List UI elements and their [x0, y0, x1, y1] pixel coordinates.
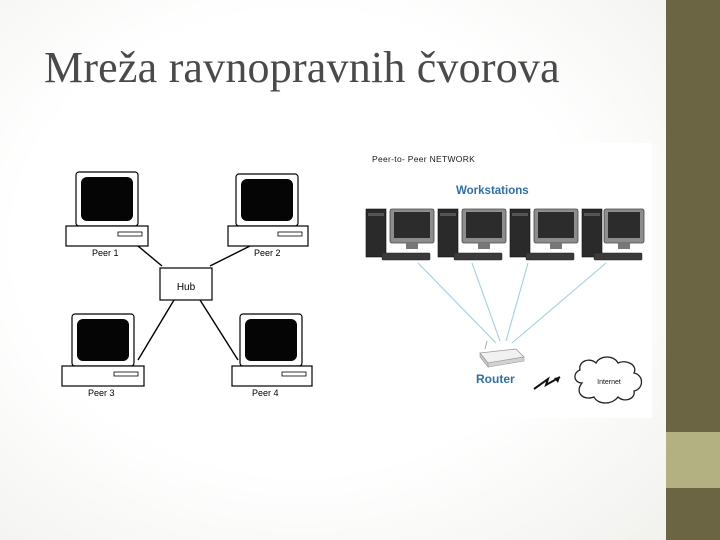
p2p-header: Peer-to- Peer NETWORK: [372, 154, 475, 164]
peer-2-screen: [241, 179, 293, 221]
lightning-arrowhead-icon: [554, 377, 560, 383]
hub-label: Hub: [177, 282, 196, 293]
link-peer3-hub: [137, 299, 175, 361]
hub-network-diagram: Hub Peer 1 Peer 2 Peer 3: [50, 160, 340, 410]
link-peer2-hub: [209, 245, 251, 267]
workstations-heading: Workstations: [456, 185, 529, 197]
router-label: Router: [476, 372, 515, 386]
peer-4-screen: [245, 319, 297, 361]
router-device: [479, 340, 525, 368]
lightning-link-icon: [533, 376, 561, 390]
internet-label: Internet: [597, 379, 621, 386]
slide-title: Mreža ravnopravnih čvorova: [44, 43, 560, 92]
peer-4-computer: Peer 4: [231, 313, 313, 398]
p2p-network-svg: Peer-to- Peer NETWORK Workstations: [365, 154, 645, 404]
link-peer1-hub: [137, 245, 163, 267]
workstation-2: [437, 208, 507, 261]
workstation-4: [581, 208, 645, 261]
p2p-network-diagram: Peer-to- Peer NETWORK Workstations: [356, 143, 652, 418]
peer-1-label: Peer 1: [92, 248, 119, 258]
peer-3-label: Peer 3: [88, 388, 115, 398]
peer-2-label: Peer 2: [254, 248, 281, 258]
sidebar-accent-bottom: [666, 488, 720, 540]
hub-network-svg: Hub Peer 1 Peer 2 Peer 3: [61, 171, 313, 398]
workstation-links: [417, 262, 607, 344]
hub-links: [137, 245, 251, 361]
peer-1-screen: [81, 177, 133, 221]
workstation-1: [365, 208, 435, 261]
hub-box: [159, 267, 213, 301]
peer-3-screen: [77, 319, 129, 361]
sidebar-accent-dark: [666, 0, 720, 432]
internet-cloud-icon: [574, 356, 643, 404]
peer-2-computer: Peer 2: [227, 173, 309, 258]
sidebar-accent-light: [666, 432, 720, 488]
peer-1-computer: Peer 1: [65, 171, 149, 258]
workstation-3: [509, 208, 579, 261]
peer-4-label: Peer 4: [252, 388, 279, 398]
link-peer4-hub: [199, 299, 239, 361]
peer-3-computer: Peer 3: [61, 313, 145, 398]
